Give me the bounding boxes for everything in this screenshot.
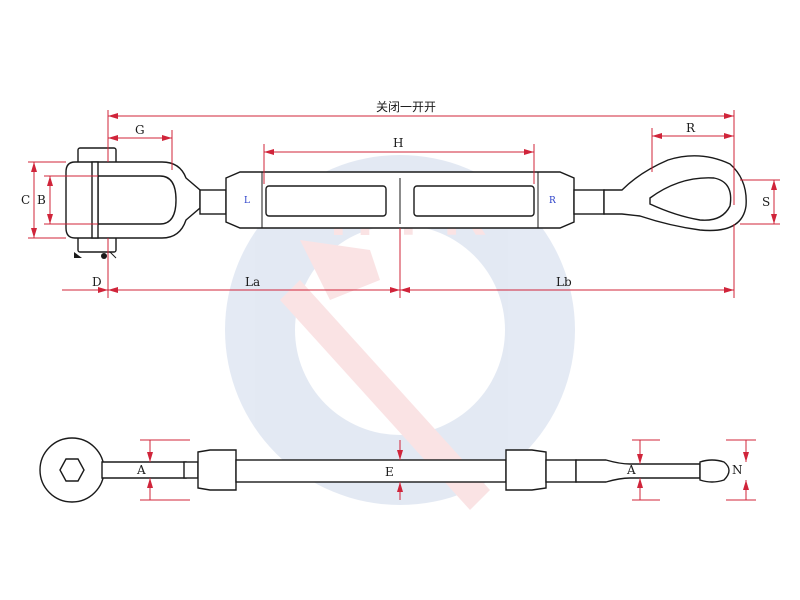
body-mark-left: L [244, 196, 250, 206]
overall-length-label: 关闭一开开 [376, 100, 436, 114]
pin-tip-mark [74, 252, 82, 258]
side-body-bar [235, 459, 507, 483]
dim-label-la: La [245, 275, 260, 289]
left-thread-section [183, 461, 199, 479]
eye-inner [649, 177, 732, 221]
top-dimensions: 关闭一开开 G H R C B [21, 100, 780, 298]
eye-tip [699, 459, 730, 483]
cotter-pin [101, 253, 107, 259]
dim-label-n: N [732, 463, 743, 477]
watermark-tool-shape [280, 280, 490, 510]
dim-label-g: G [135, 123, 145, 137]
dim-label-lb: Lb [556, 275, 572, 289]
dim-label-h: H [393, 136, 403, 150]
dim-label-s: S [762, 195, 770, 209]
watermark-circle [225, 155, 575, 505]
side-view [39, 437, 730, 503]
watermark-ring-inner [295, 225, 505, 435]
watermark-logo: H T R [225, 155, 575, 510]
dim-label-b: B [37, 193, 46, 207]
body-window-right [413, 185, 535, 217]
right-thread-rod [573, 189, 605, 215]
turnbuckle-body: L R [225, 171, 575, 229]
body-mark-right: R [549, 196, 556, 206]
jaw-pin [91, 161, 99, 239]
dim-label-d: D [92, 275, 102, 289]
left-thread-rod [199, 189, 227, 215]
right-hex-nut [505, 449, 547, 491]
jaw-slot [97, 175, 177, 225]
cotter-pin-leg [109, 251, 117, 259]
watermark-tool-head [300, 240, 380, 300]
right-shank [575, 459, 701, 483]
dim-label-c: C [21, 193, 30, 207]
left-hex-nut [197, 449, 237, 491]
dim-label-a-right: A [626, 463, 636, 477]
dim-label-a-left: A [136, 463, 146, 477]
dim-label-e: E [385, 465, 394, 479]
dim-label-r: R [686, 121, 696, 135]
side-dimensions: A E A N [136, 439, 756, 501]
jaw-end [65, 147, 201, 259]
right-thread-section [545, 459, 577, 483]
eye-bolt-hex-hole [59, 458, 85, 482]
body-window-left [265, 185, 387, 217]
eye-end [573, 155, 747, 232]
